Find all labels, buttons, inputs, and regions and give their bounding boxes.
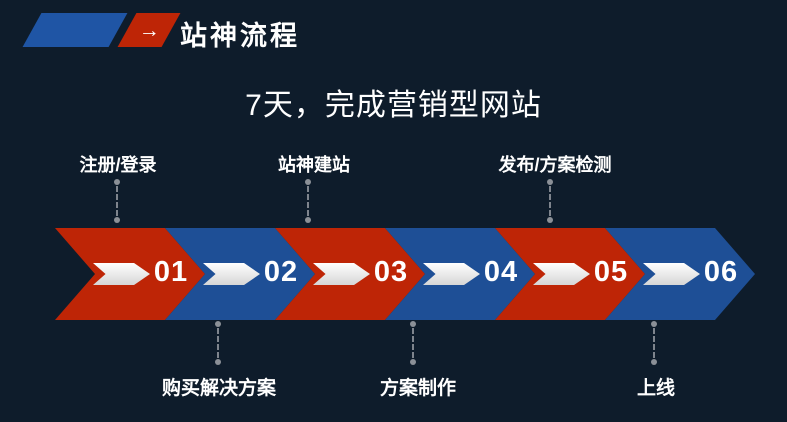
connector-dot (547, 179, 553, 185)
connector-dashed-line (412, 328, 414, 358)
connector-step-01 (113, 179, 121, 223)
step-number: 02 (263, 256, 299, 289)
header-red-shape: → (117, 13, 181, 47)
step-label-02: 购买解决方案 (161, 378, 277, 399)
connector-dot (410, 359, 416, 365)
header-blue-shape (22, 13, 128, 47)
connector-dot (114, 217, 120, 223)
step-label-05: 发布/方案检测 (498, 155, 612, 175)
step-number: 06 (703, 256, 739, 289)
connector-step-02 (214, 321, 222, 365)
connector-dot (651, 359, 657, 365)
connector-step-03 (304, 179, 312, 223)
connector-dashed-line (217, 328, 219, 358)
step-label-03: 站神建站 (278, 155, 350, 175)
page-title: 站神流程 (180, 21, 300, 51)
connector-dot (547, 217, 553, 223)
small-arrow-icon (93, 263, 150, 285)
step-number: 05 (593, 256, 629, 289)
connector-step-04 (409, 321, 417, 365)
connector-step-05 (546, 179, 554, 223)
right-arrow-icon: → (138, 18, 160, 42)
step-label-01: 注册/登录 (79, 155, 157, 175)
connector-dot (215, 321, 221, 327)
connector-dashed-line (116, 186, 118, 216)
connector-dashed-line (549, 186, 551, 216)
small-arrow-icon (313, 263, 370, 285)
step-number: 03 (373, 256, 409, 289)
small-arrow-icon (533, 263, 590, 285)
subtitle: 7天，完成营销型网站 (245, 89, 542, 122)
connector-dot (305, 179, 311, 185)
step-number: 01 (153, 256, 189, 289)
small-arrow-icon (643, 263, 700, 285)
connector-dot (215, 359, 221, 365)
connector-dot (114, 179, 120, 185)
connector-dot (651, 321, 657, 327)
step-label-04: 方案制作 (379, 378, 457, 399)
step-label-06: 上线 (636, 378, 676, 399)
connector-dashed-line (307, 186, 309, 216)
connector-dot (410, 321, 416, 327)
step-number: 04 (483, 256, 519, 289)
small-arrow-icon (423, 263, 480, 285)
connector-dashed-line (653, 328, 655, 358)
connector-dot (305, 217, 311, 223)
small-arrow-icon (203, 263, 260, 285)
connector-step-06 (650, 321, 658, 365)
